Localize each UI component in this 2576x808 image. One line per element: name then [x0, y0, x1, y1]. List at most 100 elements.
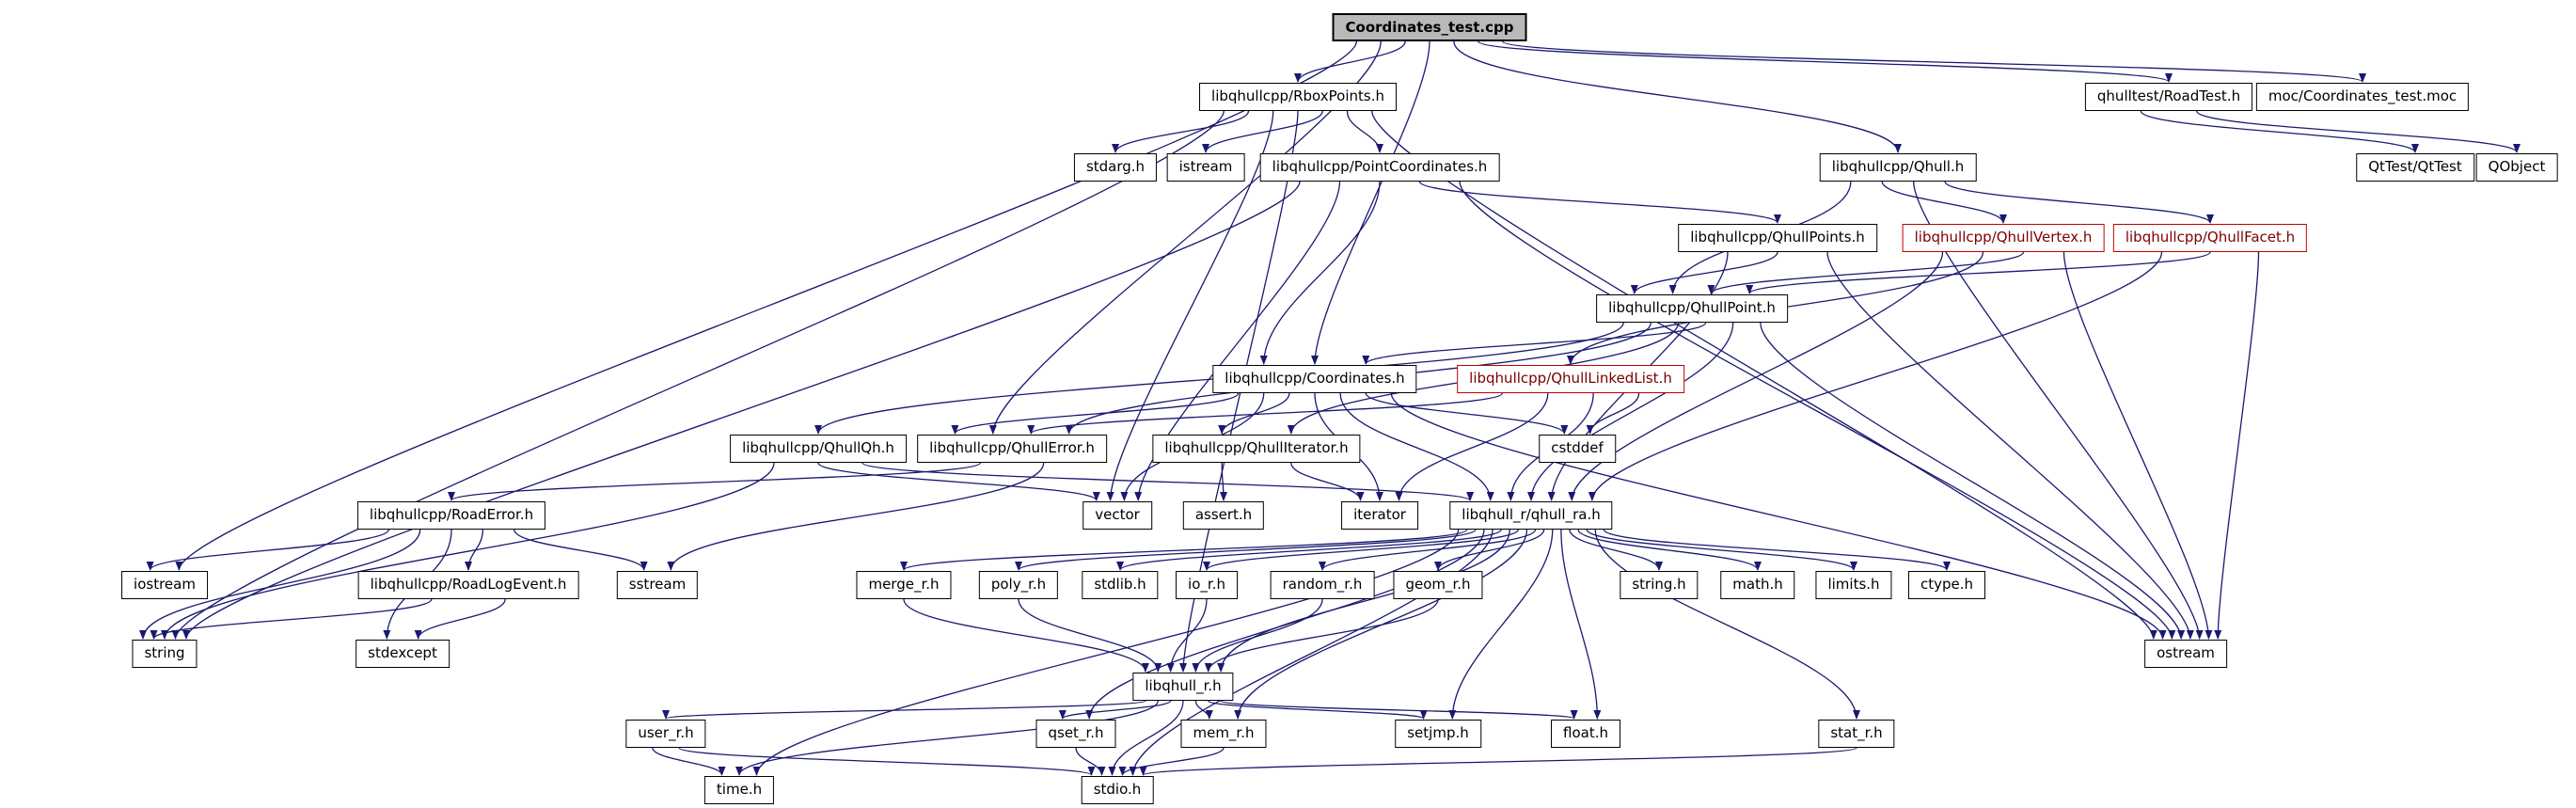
- edge-qhull_ra_h-libqhull_r_h: [1217, 529, 1510, 673]
- node-qhull_ra_h[interactable]: libqhull_r/qhull_ra.h: [1449, 501, 1613, 530]
- edge-qset_r_h-stdio_h: [1075, 747, 1106, 776]
- edge-roaderror_h-roadlogevent_h: [465, 529, 483, 571]
- edge-user_r_h-time_h: [652, 747, 726, 776]
- node-string[interactable]: string: [132, 640, 198, 668]
- edge-qhullpoint_h-coordinates_h: [1362, 322, 1707, 365]
- node-qhullpoint_h[interactable]: libqhullcpp/QhullPoint.h: [1596, 294, 1788, 323]
- edge-qhull_ra_h-stdio_h: [1129, 529, 1493, 776]
- edge-qhulliterator_h-assert_h: [1219, 462, 1227, 501]
- edge-merge_r_h-libqhull_r_h: [903, 598, 1149, 673]
- node-qhullerror_h[interactable]: libqhullcpp/QhullError.h: [917, 435, 1107, 463]
- edge-qhulliterator_h-iterator: [1290, 462, 1365, 501]
- edge-coordinates_test_cpp-qhull_h: [1453, 40, 1902, 153]
- node-sstream[interactable]: sstream: [616, 571, 699, 599]
- node-random_r_h[interactable]: random_r.h: [1270, 571, 1375, 599]
- node-math_h[interactable]: math.h: [1720, 571, 1795, 599]
- edge-roadlogevent_h-string: [150, 598, 433, 640]
- node-qhullvertex_h[interactable]: libqhullcpp/QhullVertex.h: [1902, 224, 2105, 252]
- node-roadtest_h[interactable]: qhulltest/RoadTest.h: [2084, 83, 2253, 111]
- edge-coordinates_test_cpp-iostream: [175, 40, 1358, 571]
- edge-qhull_ra_h-merge_r_h: [900, 529, 1468, 571]
- node-ostream[interactable]: ostream: [2144, 640, 2227, 668]
- node-merge_r_h[interactable]: merge_r.h: [856, 571, 952, 599]
- edge-qhullerror_h-roaderror_h: [448, 462, 981, 501]
- edge-coordinates_test_cpp-coordinates_test_moc: [1501, 40, 2366, 83]
- node-assert_h[interactable]: assert.h: [1182, 501, 1265, 530]
- edge-qhullfacet_h-ostream: [2214, 251, 2260, 640]
- edge-rboxpoints_h-vector: [1106, 110, 1274, 501]
- node-stdlib_h[interactable]: stdlib.h: [1082, 571, 1159, 599]
- node-setjmp_h[interactable]: setjmp.h: [1395, 720, 1481, 748]
- node-stdio_h[interactable]: stdio.h: [1081, 776, 1154, 804]
- node-libqhull_r_h[interactable]: libqhull_r.h: [1132, 673, 1234, 701]
- edge-qhull_h-qhullfacet_h: [1944, 181, 2214, 224]
- node-geom_r_h[interactable]: geom_r.h: [1393, 571, 1483, 599]
- node-poly_r_h[interactable]: poly_r.h: [978, 571, 1059, 599]
- edge-qhullpoint_h-ostream: [1760, 322, 2186, 640]
- edge-qhull_ra_h-io_r_h: [1203, 529, 1519, 571]
- node-stdexcept[interactable]: stdexcept: [356, 640, 450, 668]
- edge-roadtest_h-qobject: [2196, 110, 2521, 153]
- node-coordinates_h[interactable]: libqhullcpp/Coordinates.h: [1212, 365, 1417, 393]
- edge-qhull_h-qhullvertex_h: [1881, 181, 2007, 224]
- node-stat_r_h[interactable]: stat_r.h: [1818, 720, 1895, 748]
- edge-io_r_h-libqhull_r_h: [1166, 598, 1208, 673]
- node-roadlogevent_h[interactable]: libqhullcpp/RoadLogEvent.h: [357, 571, 579, 599]
- node-string_h[interactable]: string.h: [1620, 571, 1699, 599]
- edge-libqhull_r_h-time_h: [735, 700, 1159, 776]
- edge-pointcoordinates_h-string: [182, 181, 1301, 640]
- edge-qhull_ra_h-stdlib_h: [1116, 529, 1502, 571]
- node-mem_r_h[interactable]: mem_r.h: [1180, 720, 1267, 748]
- node-limits_h[interactable]: limits.h: [1815, 571, 1892, 599]
- node-pointcoordinates_h[interactable]: libqhullcpp/PointCoordinates.h: [1259, 153, 1500, 182]
- node-io_r_h[interactable]: io_r.h: [1176, 571, 1238, 599]
- edge-qhull_ra_h-limits_h: [1586, 529, 1857, 571]
- edge-coordinates_test_cpp-coordinates_h: [1311, 40, 1430, 365]
- edge-libqhull_r_h-mem_r_h: [1194, 700, 1213, 720]
- node-time_h[interactable]: time.h: [703, 776, 775, 804]
- node-ctype_h[interactable]: ctype.h: [1907, 571, 1986, 599]
- edge-qhull_ra_h-stat_r_h: [1594, 529, 1860, 720]
- node-coordinates_test_moc[interactable]: moc/Coordinates_test.moc: [2255, 83, 2470, 111]
- node-qhullpoints_h[interactable]: libqhullcpp/QhullPoints.h: [1678, 224, 1877, 252]
- edge-coordinates_h-ostream: [1390, 392, 2167, 640]
- node-coordinates_test_cpp: Coordinates_test.cpp: [1332, 13, 1527, 41]
- edge-qhull_ra_h-time_h: [752, 529, 1460, 776]
- node-istream[interactable]: istream: [1166, 153, 1245, 182]
- node-cstddef[interactable]: cstddef: [1539, 435, 1616, 463]
- node-qhulllinkedlist_h[interactable]: libqhullcpp/QhullLinkedList.h: [1457, 365, 1684, 393]
- edge-qhull_ra_h-geom_r_h: [1434, 529, 1545, 571]
- node-qhull_h[interactable]: libqhullcpp/Qhull.h: [1819, 153, 1977, 182]
- edge-pointcoordinates_h-ostream: [1459, 181, 2176, 640]
- edge-roaderror_h-iostream: [146, 529, 389, 571]
- edge-qhullpoint_h-qhull_ra_h: [1527, 322, 1734, 501]
- edge-rboxpoints_h-stdarg_h: [1112, 110, 1250, 153]
- node-iostream[interactable]: iostream: [121, 571, 208, 599]
- node-qhulliterator_h[interactable]: libqhullcpp/QhullIterator.h: [1152, 435, 1361, 463]
- node-qset_r_h[interactable]: qset_r.h: [1035, 720, 1116, 748]
- node-rboxpoints_h[interactable]: libqhullcpp/RboxPoints.h: [1199, 83, 1397, 111]
- node-vector[interactable]: vector: [1083, 501, 1152, 530]
- edge-roaderror_h-sstream: [514, 529, 648, 571]
- edge-coordinates_test_cpp-roadtest_h: [1478, 40, 2173, 83]
- edge-geom_r_h-libqhull_r_h: [1204, 598, 1439, 673]
- edge-qhulllinkedlist_h-cstddef: [1586, 392, 1640, 435]
- node-roaderror_h[interactable]: libqhullcpp/RoadError.h: [356, 501, 546, 530]
- edge-pointcoordinates_h-vector: [1134, 181, 1341, 501]
- node-qobject[interactable]: QObject: [2475, 153, 2558, 182]
- edge-qhull_h-ostream: [1913, 181, 2204, 640]
- edge-qhullqh_h-vector: [817, 462, 1100, 501]
- edge-poly_r_h-libqhull_r_h: [1018, 598, 1162, 673]
- node-iterator[interactable]: iterator: [1341, 501, 1418, 530]
- edge-roadlogevent_h-stdexcept: [414, 598, 506, 640]
- node-qttest[interactable]: QtTest/QtTest: [2356, 153, 2474, 182]
- edge-coordinates_h-cstddef: [1365, 392, 1569, 435]
- edge-libqhull_r_h-setjmp_h: [1208, 700, 1428, 720]
- edge-pointcoordinates_h-coordinates_h: [1259, 181, 1381, 365]
- node-qhullqh_h[interactable]: libqhullcpp/QhullQh.h: [730, 435, 907, 463]
- node-stdarg_h[interactable]: stdarg.h: [1073, 153, 1158, 182]
- node-user_r_h[interactable]: user_r.h: [625, 720, 706, 748]
- node-qhullfacet_h[interactable]: libqhullcpp/QhullFacet.h: [2112, 224, 2308, 252]
- node-float_h[interactable]: float.h: [1551, 720, 1620, 748]
